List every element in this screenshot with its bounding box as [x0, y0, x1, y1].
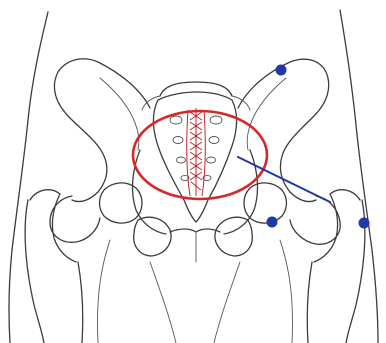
- l5-vertebra: [160, 82, 232, 96]
- right-hip-marker-inner: [267, 217, 278, 228]
- sacral-hatching: [187, 108, 206, 196]
- left-iliac-crest-marker: [276, 65, 287, 76]
- right-femoral-head: [290, 196, 340, 244]
- right-inner-thigh: [214, 262, 240, 343]
- left-femoral-head: [50, 196, 100, 242]
- right-ilium-inner: [247, 78, 286, 150]
- right-hip-marker-outer: [359, 218, 370, 229]
- groin-left: [98, 240, 111, 343]
- groin-right: [280, 240, 293, 343]
- pelvic-brim-right: [224, 150, 257, 234]
- sacrum-highlight-ellipse: [133, 111, 267, 199]
- sacroiliac-pointer-line: [238, 157, 330, 202]
- left-inner-thigh: [150, 262, 176, 343]
- right-trochanter: [314, 190, 360, 262]
- left-obturator: [134, 217, 171, 256]
- right-femur-shaft-inner: [307, 262, 312, 343]
- pubic-symphysis: [170, 229, 220, 232]
- right-obturator: [215, 217, 252, 256]
- left-femur-shaft-inner: [78, 262, 83, 343]
- left-femur-shaft: [25, 200, 44, 343]
- torso-left-outline: [9, 12, 48, 343]
- left-trochanter: [30, 190, 76, 262]
- left-ilium-inner: [100, 78, 139, 150]
- left-acetabulum: [100, 183, 143, 223]
